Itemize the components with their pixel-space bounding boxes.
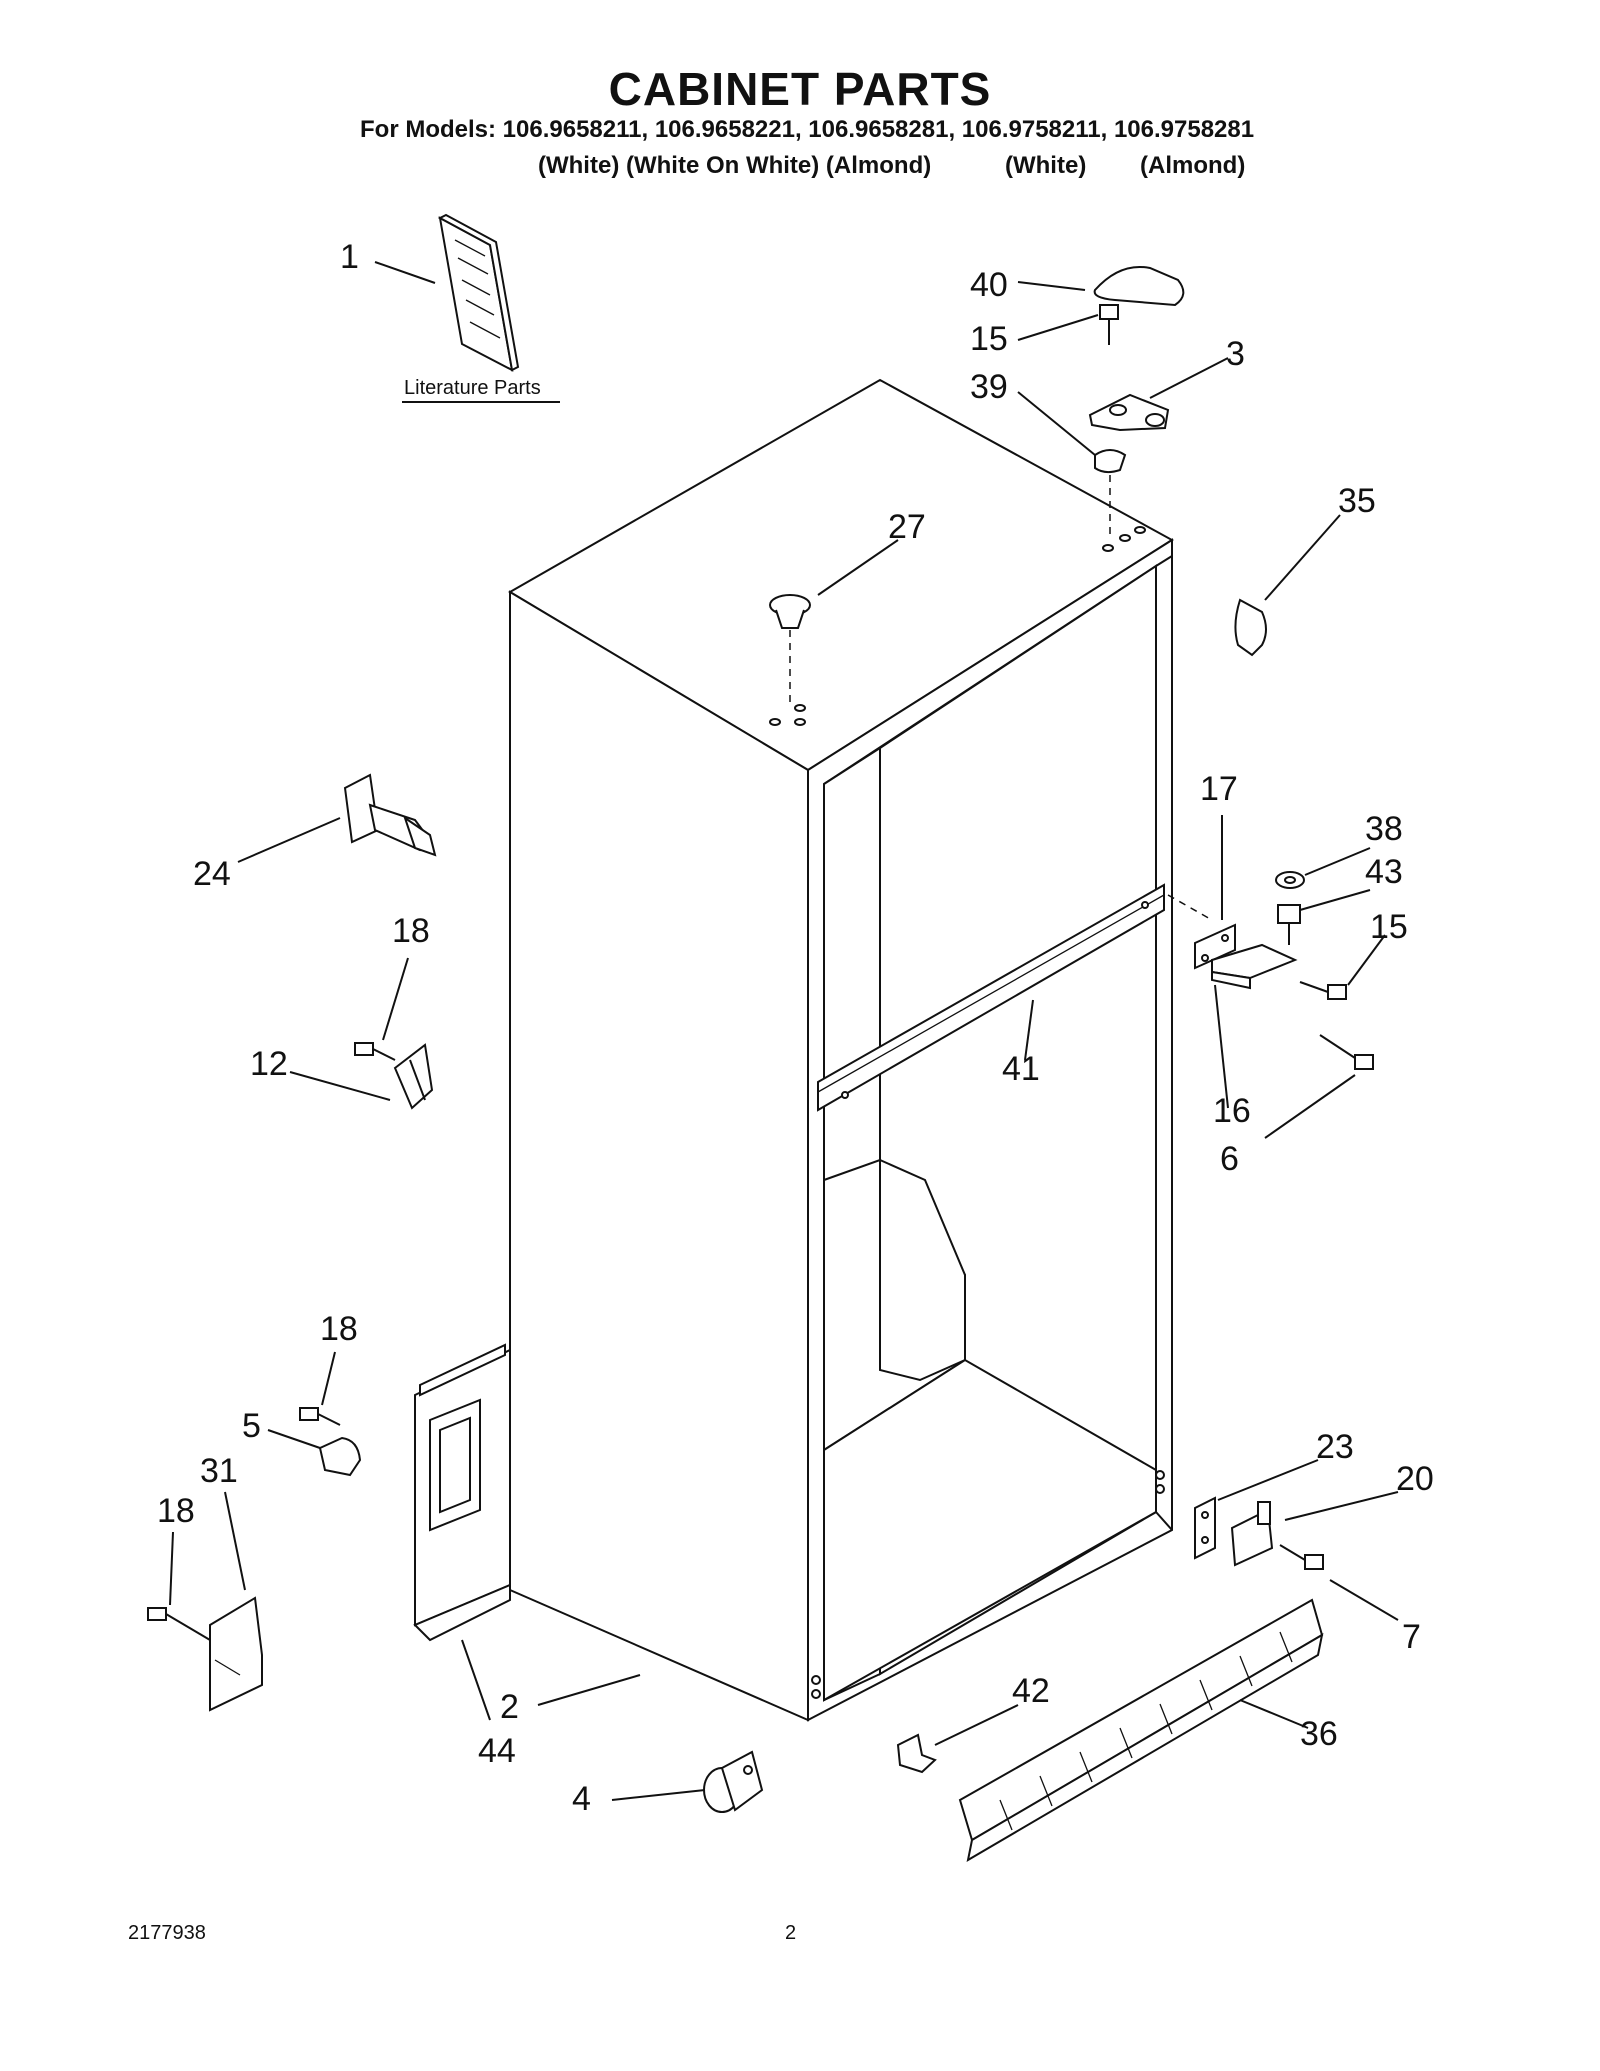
callout-15-top: 15: [970, 320, 1008, 358]
callout-38: 38: [1365, 810, 1403, 848]
divider-rail: [817, 883, 1165, 1112]
document-number: 2177938: [128, 1922, 206, 1944]
callout-27: 27: [888, 508, 926, 546]
callout-2: 2: [500, 1688, 519, 1726]
callout-24: 24: [193, 855, 231, 893]
plug-part: [769, 594, 811, 705]
color-group-2: (White): [1005, 152, 1087, 179]
callout-31: 31: [200, 1452, 238, 1490]
callout-12: 12: [250, 1045, 288, 1083]
callout-16: 16: [1213, 1092, 1251, 1130]
callout-18-middle: 18: [320, 1310, 358, 1348]
top-hinge-assembly: [1088, 266, 1267, 657]
center-hinge-assembly: [1167, 871, 1374, 1070]
cabinet-body: [508, 378, 1174, 1722]
callout-numbers: 1 40 15 3 39 35 27 24 17 38 43 15 18 12 …: [157, 238, 1434, 1818]
leader-lines: [169, 261, 1399, 1801]
callout-7: 7: [1402, 1618, 1421, 1656]
callout-43: 43: [1365, 853, 1403, 891]
grille-clip-part: [896, 1733, 937, 1774]
callout-36: 36: [1300, 1715, 1338, 1753]
callout-41: 41: [1002, 1050, 1040, 1088]
callout-39: 39: [970, 368, 1008, 406]
callout-42: 42: [1012, 1672, 1050, 1710]
callout-6: 6: [1220, 1140, 1239, 1178]
callout-5: 5: [242, 1407, 261, 1445]
callout-44: 44: [478, 1732, 516, 1770]
literature-booklet: Literature Parts: [402, 213, 560, 403]
literature-parts-label: Literature Parts: [404, 377, 541, 399]
callout-15-middle: 15: [1370, 908, 1408, 946]
roller-part: [703, 1750, 764, 1813]
page-title: CABINET PARTS: [608, 63, 992, 115]
callout-1: 1: [340, 238, 359, 276]
bottom-left-parts: [147, 1343, 511, 1712]
callout-3: 3: [1226, 335, 1245, 373]
toe-grille-part: [958, 1598, 1324, 1862]
callout-23: 23: [1316, 1428, 1354, 1466]
door-stop-part: [343, 773, 437, 857]
clip-part: [354, 1042, 434, 1110]
color-group-3: (Almond): [1140, 152, 1246, 179]
callout-40: 40: [970, 266, 1008, 304]
callout-18-upper: 18: [392, 912, 430, 950]
callout-35: 35: [1338, 482, 1376, 520]
color-group-1: (White) (White On White) (Almond): [538, 152, 932, 179]
callout-17: 17: [1200, 770, 1238, 808]
callout-20: 20: [1396, 1460, 1434, 1498]
callout-18-lower: 18: [157, 1492, 195, 1530]
bottom-hinge-parts: [1194, 1496, 1324, 1570]
callout-4: 4: [572, 1780, 591, 1818]
models-line: For Models: 106.9658211, 106.9658221, 10…: [360, 116, 1255, 143]
page-number: 2: [785, 1922, 797, 1944]
